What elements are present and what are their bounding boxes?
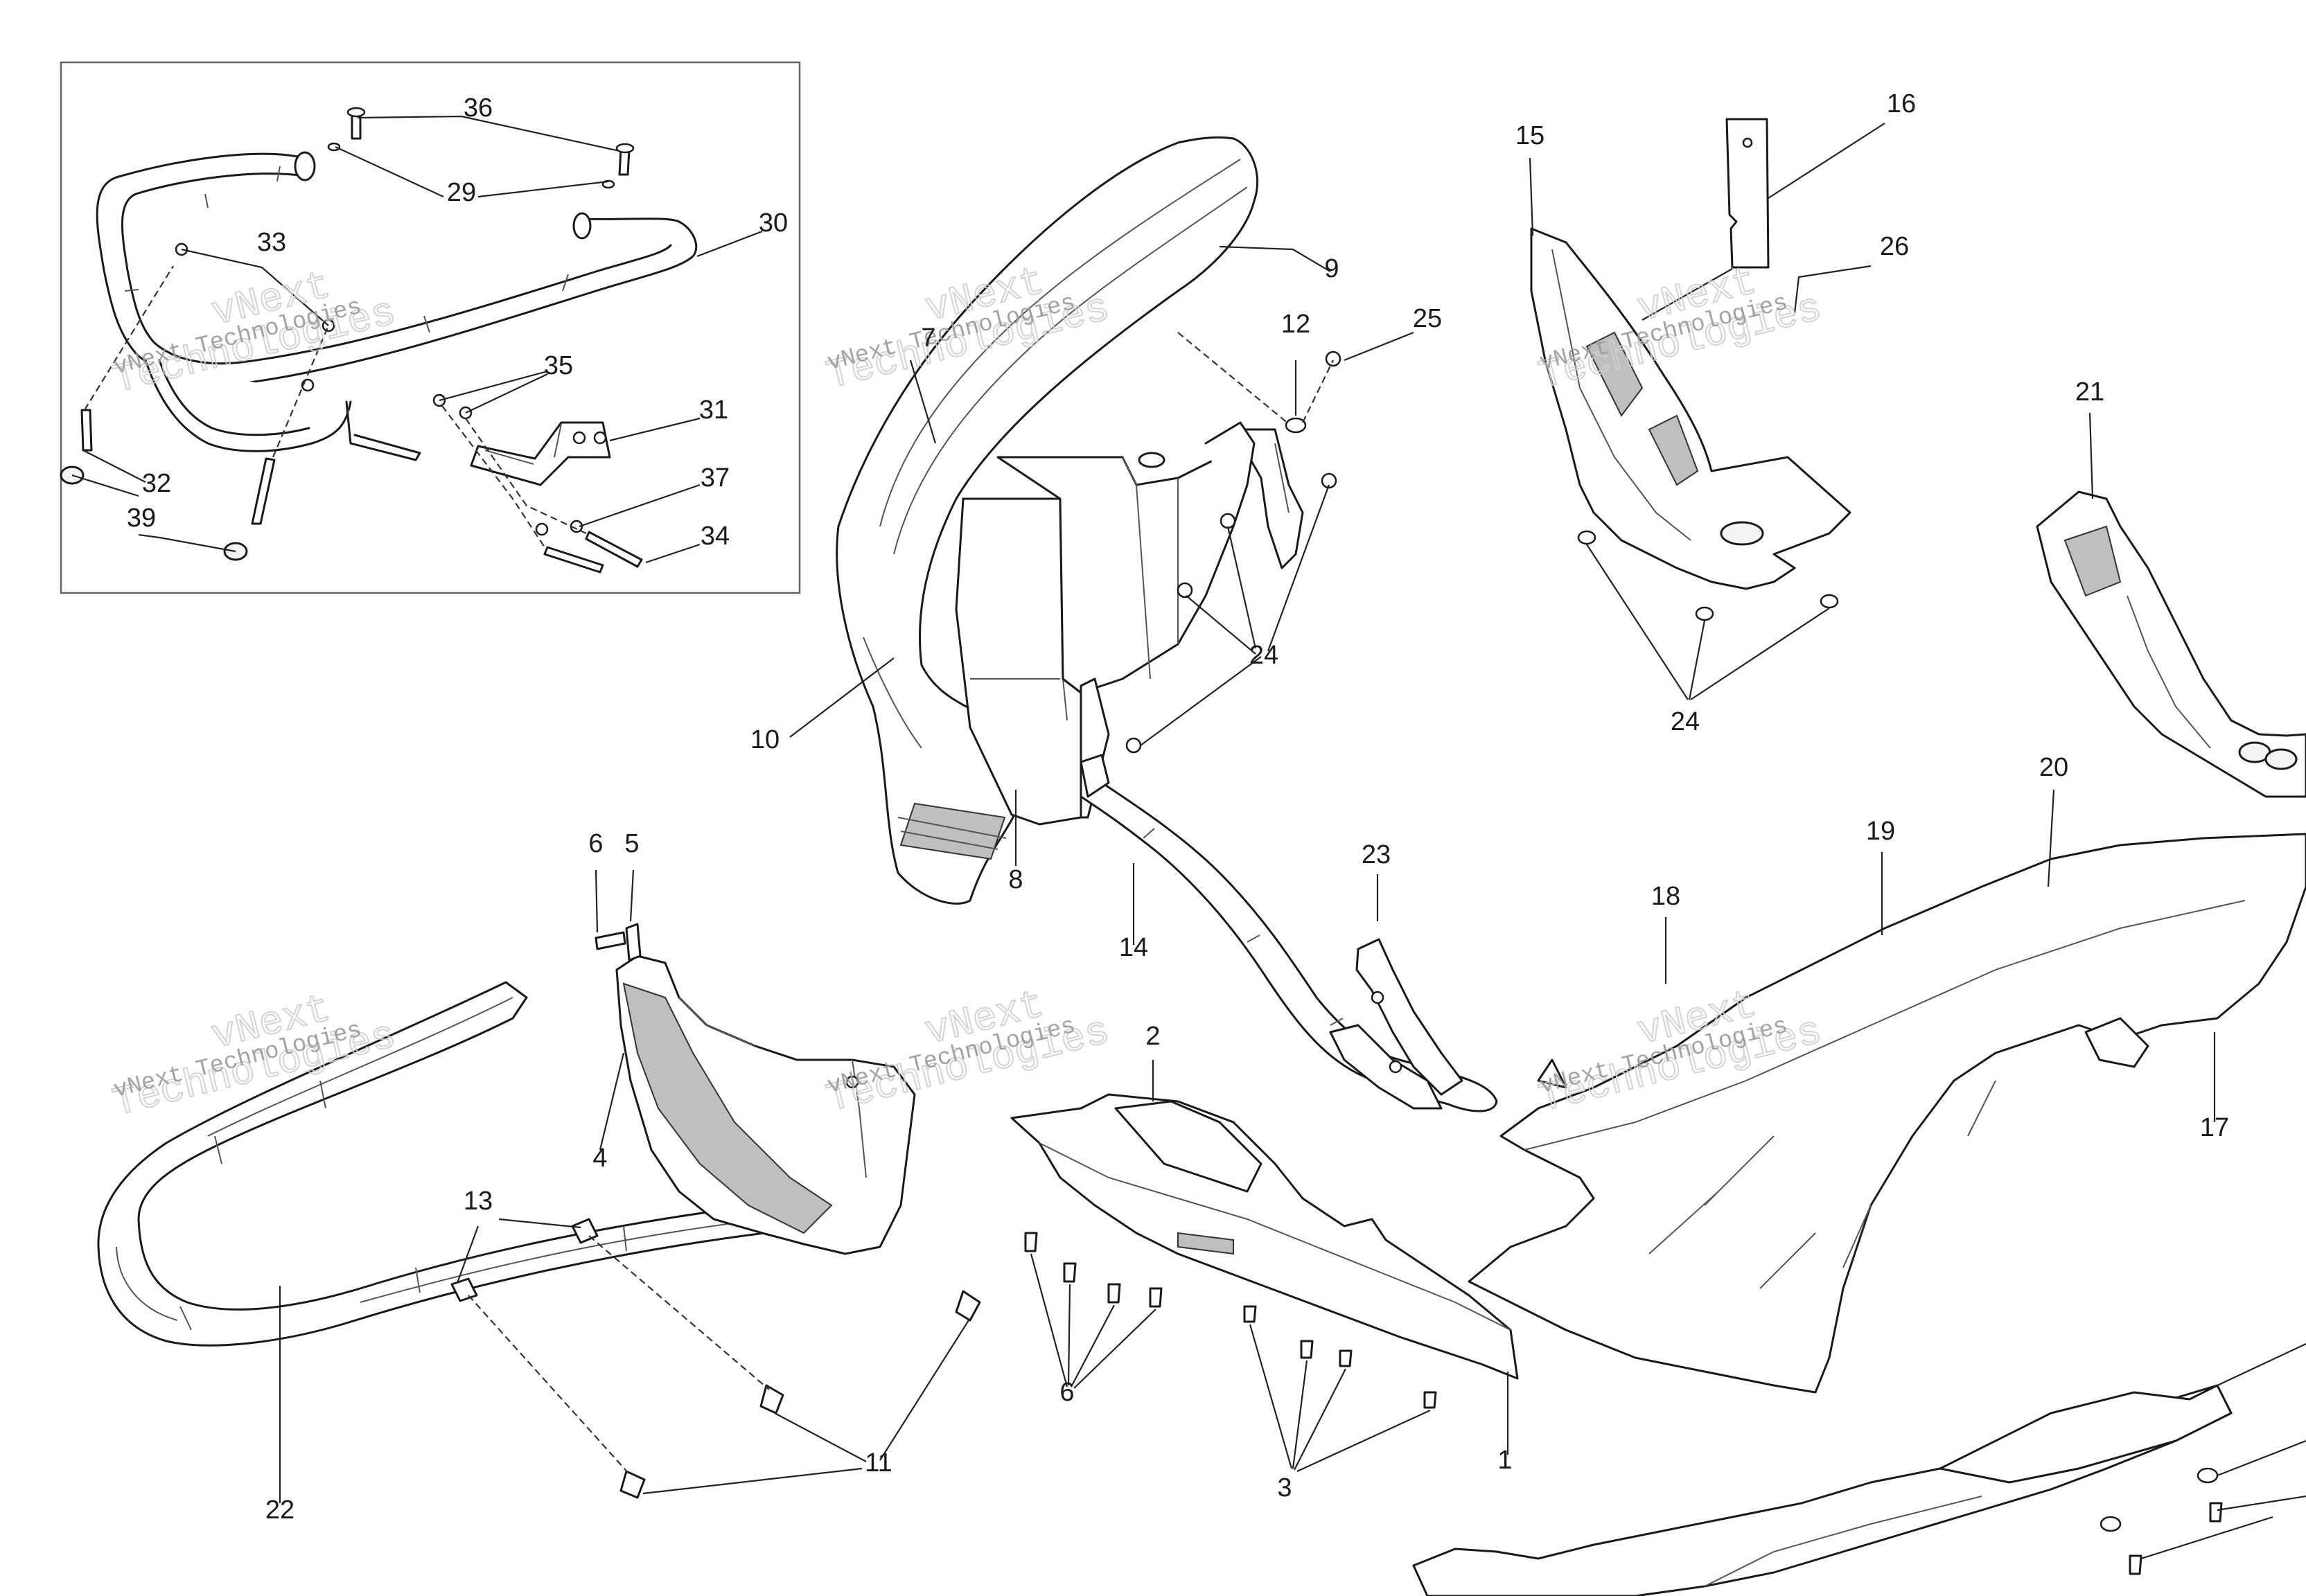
bracket-23 xyxy=(1329,938,1463,1110)
callout-c36: 36 xyxy=(464,94,493,123)
callout-c20: 20 xyxy=(2039,753,2068,782)
bracket-31 xyxy=(470,421,611,486)
callout-c15: 15 xyxy=(1515,121,1544,150)
inset-leaders xyxy=(71,115,763,564)
brace-14 xyxy=(1080,754,1498,1112)
lower-left-hardware xyxy=(279,869,981,1503)
callout-c35: 35 xyxy=(544,351,573,380)
callout-c32: 32 xyxy=(142,469,171,498)
callout-c7: 7 xyxy=(921,323,935,353)
inset-box xyxy=(60,61,801,594)
callout-c1: 1 xyxy=(1497,1446,1512,1475)
callout-c11: 11 xyxy=(865,1448,892,1478)
callout-c14: 14 xyxy=(1119,933,1148,962)
side-panel-21 xyxy=(2036,490,2306,798)
lower-right-leaders xyxy=(1664,789,2216,1122)
bumper-tube-30 xyxy=(96,151,698,461)
skid-panel-1 xyxy=(1010,1093,1519,1380)
upper-hardware xyxy=(789,245,1414,945)
callout-c19: 19 xyxy=(1866,817,1895,846)
callout-c8: 8 xyxy=(1008,865,1023,894)
callout-c18: 18 xyxy=(1651,882,1680,911)
side-panel-15 xyxy=(1530,227,1851,590)
grille-4 xyxy=(615,955,916,1255)
callout-c12: 12 xyxy=(1281,310,1310,339)
callout-c21: 21 xyxy=(2075,378,2104,407)
callout-c10: 10 xyxy=(750,725,780,754)
callout-c29: 29 xyxy=(447,178,476,207)
fender-bracket-9 xyxy=(1204,421,1304,569)
callout-c24a: 24 xyxy=(1249,641,1278,670)
callout-c31: 31 xyxy=(699,396,728,425)
callout-c23: 23 xyxy=(1362,840,1391,869)
callout-c26: 26 xyxy=(1880,232,1909,261)
callout-c6b: 6 xyxy=(1059,1378,1074,1407)
callout-c39: 39 xyxy=(127,504,156,533)
side-panel-17 xyxy=(1468,833,2306,1394)
callout-c33: 33 xyxy=(257,228,286,257)
lower-center-hardware xyxy=(1024,1060,1509,1472)
underbody-pan xyxy=(1412,1343,2306,1596)
callout-c25: 25 xyxy=(1413,304,1442,333)
inset-hardware xyxy=(60,107,643,574)
callout-c6a: 6 xyxy=(588,829,603,858)
callout-c4: 4 xyxy=(592,1144,607,1173)
callout-c22: 22 xyxy=(265,1496,294,1525)
callout-c3: 3 xyxy=(1277,1473,1292,1502)
callout-c17: 17 xyxy=(2200,1113,2229,1142)
callout-c9: 9 xyxy=(1324,254,1339,283)
callout-c24b: 24 xyxy=(1671,707,1700,736)
callout-c34: 34 xyxy=(701,522,730,551)
callout-c16: 16 xyxy=(1887,89,1916,118)
callout-c13: 13 xyxy=(464,1187,493,1216)
callout-c5: 5 xyxy=(624,829,639,858)
callout-c37: 37 xyxy=(701,463,730,493)
spacer-16 xyxy=(1725,118,1770,269)
right-hardware xyxy=(1529,123,2094,700)
callout-c2: 2 xyxy=(1145,1022,1160,1051)
callout-c30: 30 xyxy=(759,209,788,238)
